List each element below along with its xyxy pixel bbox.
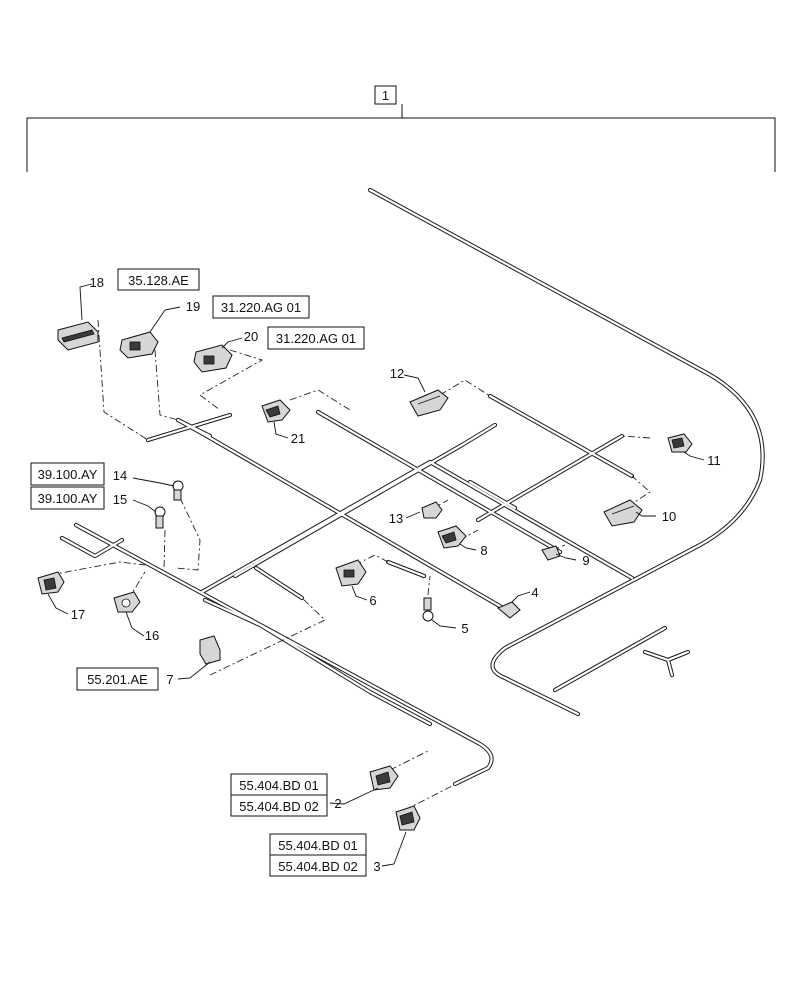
connector-9-icon <box>541 545 561 561</box>
callout-number-13: 13 <box>389 511 403 526</box>
ref-code-2b: 55.404.BD 02 <box>239 799 319 814</box>
connector-21-icon <box>261 399 291 423</box>
connector-20-icon <box>193 344 233 373</box>
callout-number-7: 7 <box>166 672 173 687</box>
connector-6-icon <box>335 559 367 587</box>
callout-labels: 18 35.128.AE 19 31.220.AG 01 20 31.220.A… <box>30 268 721 877</box>
callout-number-6: 6 <box>369 593 376 608</box>
connector-10-icon <box>603 499 643 527</box>
ring-terminal-5-icon <box>422 597 434 622</box>
callout-number-16: 16 <box>145 628 159 643</box>
ref-code-3b: 55.404.BD 02 <box>278 859 358 874</box>
ref-code-19: 31.220.AG 01 <box>221 300 301 315</box>
callout-number-18: 18 <box>90 275 104 290</box>
callout-number-4: 4 <box>531 585 538 600</box>
ring-terminal-14-icon <box>172 480 184 501</box>
component-7-icon <box>199 635 221 665</box>
assembly-bracket: 1 <box>26 85 776 172</box>
wire-harness <box>59 187 765 787</box>
callout-number-11: 11 <box>707 453 721 468</box>
callout-number-10: 10 <box>662 509 676 524</box>
connector-11-icon <box>667 433 693 453</box>
connector-16-icon <box>113 591 141 613</box>
ref-box-19 <box>212 295 310 319</box>
assembly-number: 1 <box>382 88 389 103</box>
connector-4-icon <box>497 601 521 619</box>
callout-number-8: 8 <box>480 543 487 558</box>
components <box>37 321 693 831</box>
assembly-number-box <box>374 85 397 105</box>
ref-code-14: 39.100.AY <box>38 467 98 482</box>
callout-number-20: 20 <box>244 329 258 344</box>
connector-19-icon <box>119 331 159 359</box>
ref-code-15: 39.100.AY <box>38 491 98 506</box>
ref-code-2a: 55.404.BD 01 <box>239 778 319 793</box>
ring-terminal-15-icon <box>154 506 166 529</box>
connector-17-icon <box>37 571 65 595</box>
connector-8-icon <box>437 525 467 549</box>
connector-3-icon <box>395 805 421 831</box>
connector-13-icon <box>421 501 443 519</box>
connection-lines <box>49 319 651 811</box>
callout-number-12: 12 <box>390 366 404 381</box>
callout-number-14: 14 <box>113 468 127 483</box>
ref-code-3a: 55.404.BD 01 <box>278 838 358 853</box>
connector-2-icon <box>369 765 399 791</box>
ref-box-15 <box>30 486 105 510</box>
callout-number-19: 19 <box>186 299 200 314</box>
ref-box-18 <box>117 268 200 291</box>
callout-number-3: 3 <box>373 859 380 874</box>
ref-code-7: 55.201.AE <box>87 672 148 687</box>
callout-number-21: 21 <box>291 431 305 446</box>
callout-number-9: 9 <box>582 553 589 568</box>
connector-12-icon <box>409 389 449 417</box>
ref-box-7 <box>76 667 159 691</box>
callout-number-17: 17 <box>71 607 85 622</box>
ref-box-14 <box>30 462 105 486</box>
ref-box-20 <box>267 326 365 350</box>
callout-number-5: 5 <box>461 621 468 636</box>
callout-number-15: 15 <box>113 492 127 507</box>
ref-code-18: 35.128.AE <box>128 273 189 288</box>
ref-code-20: 31.220.AG 01 <box>276 331 356 346</box>
leader-lines <box>47 283 705 867</box>
callout-number-2: 2 <box>334 796 341 811</box>
connector-18-icon <box>57 321 99 351</box>
